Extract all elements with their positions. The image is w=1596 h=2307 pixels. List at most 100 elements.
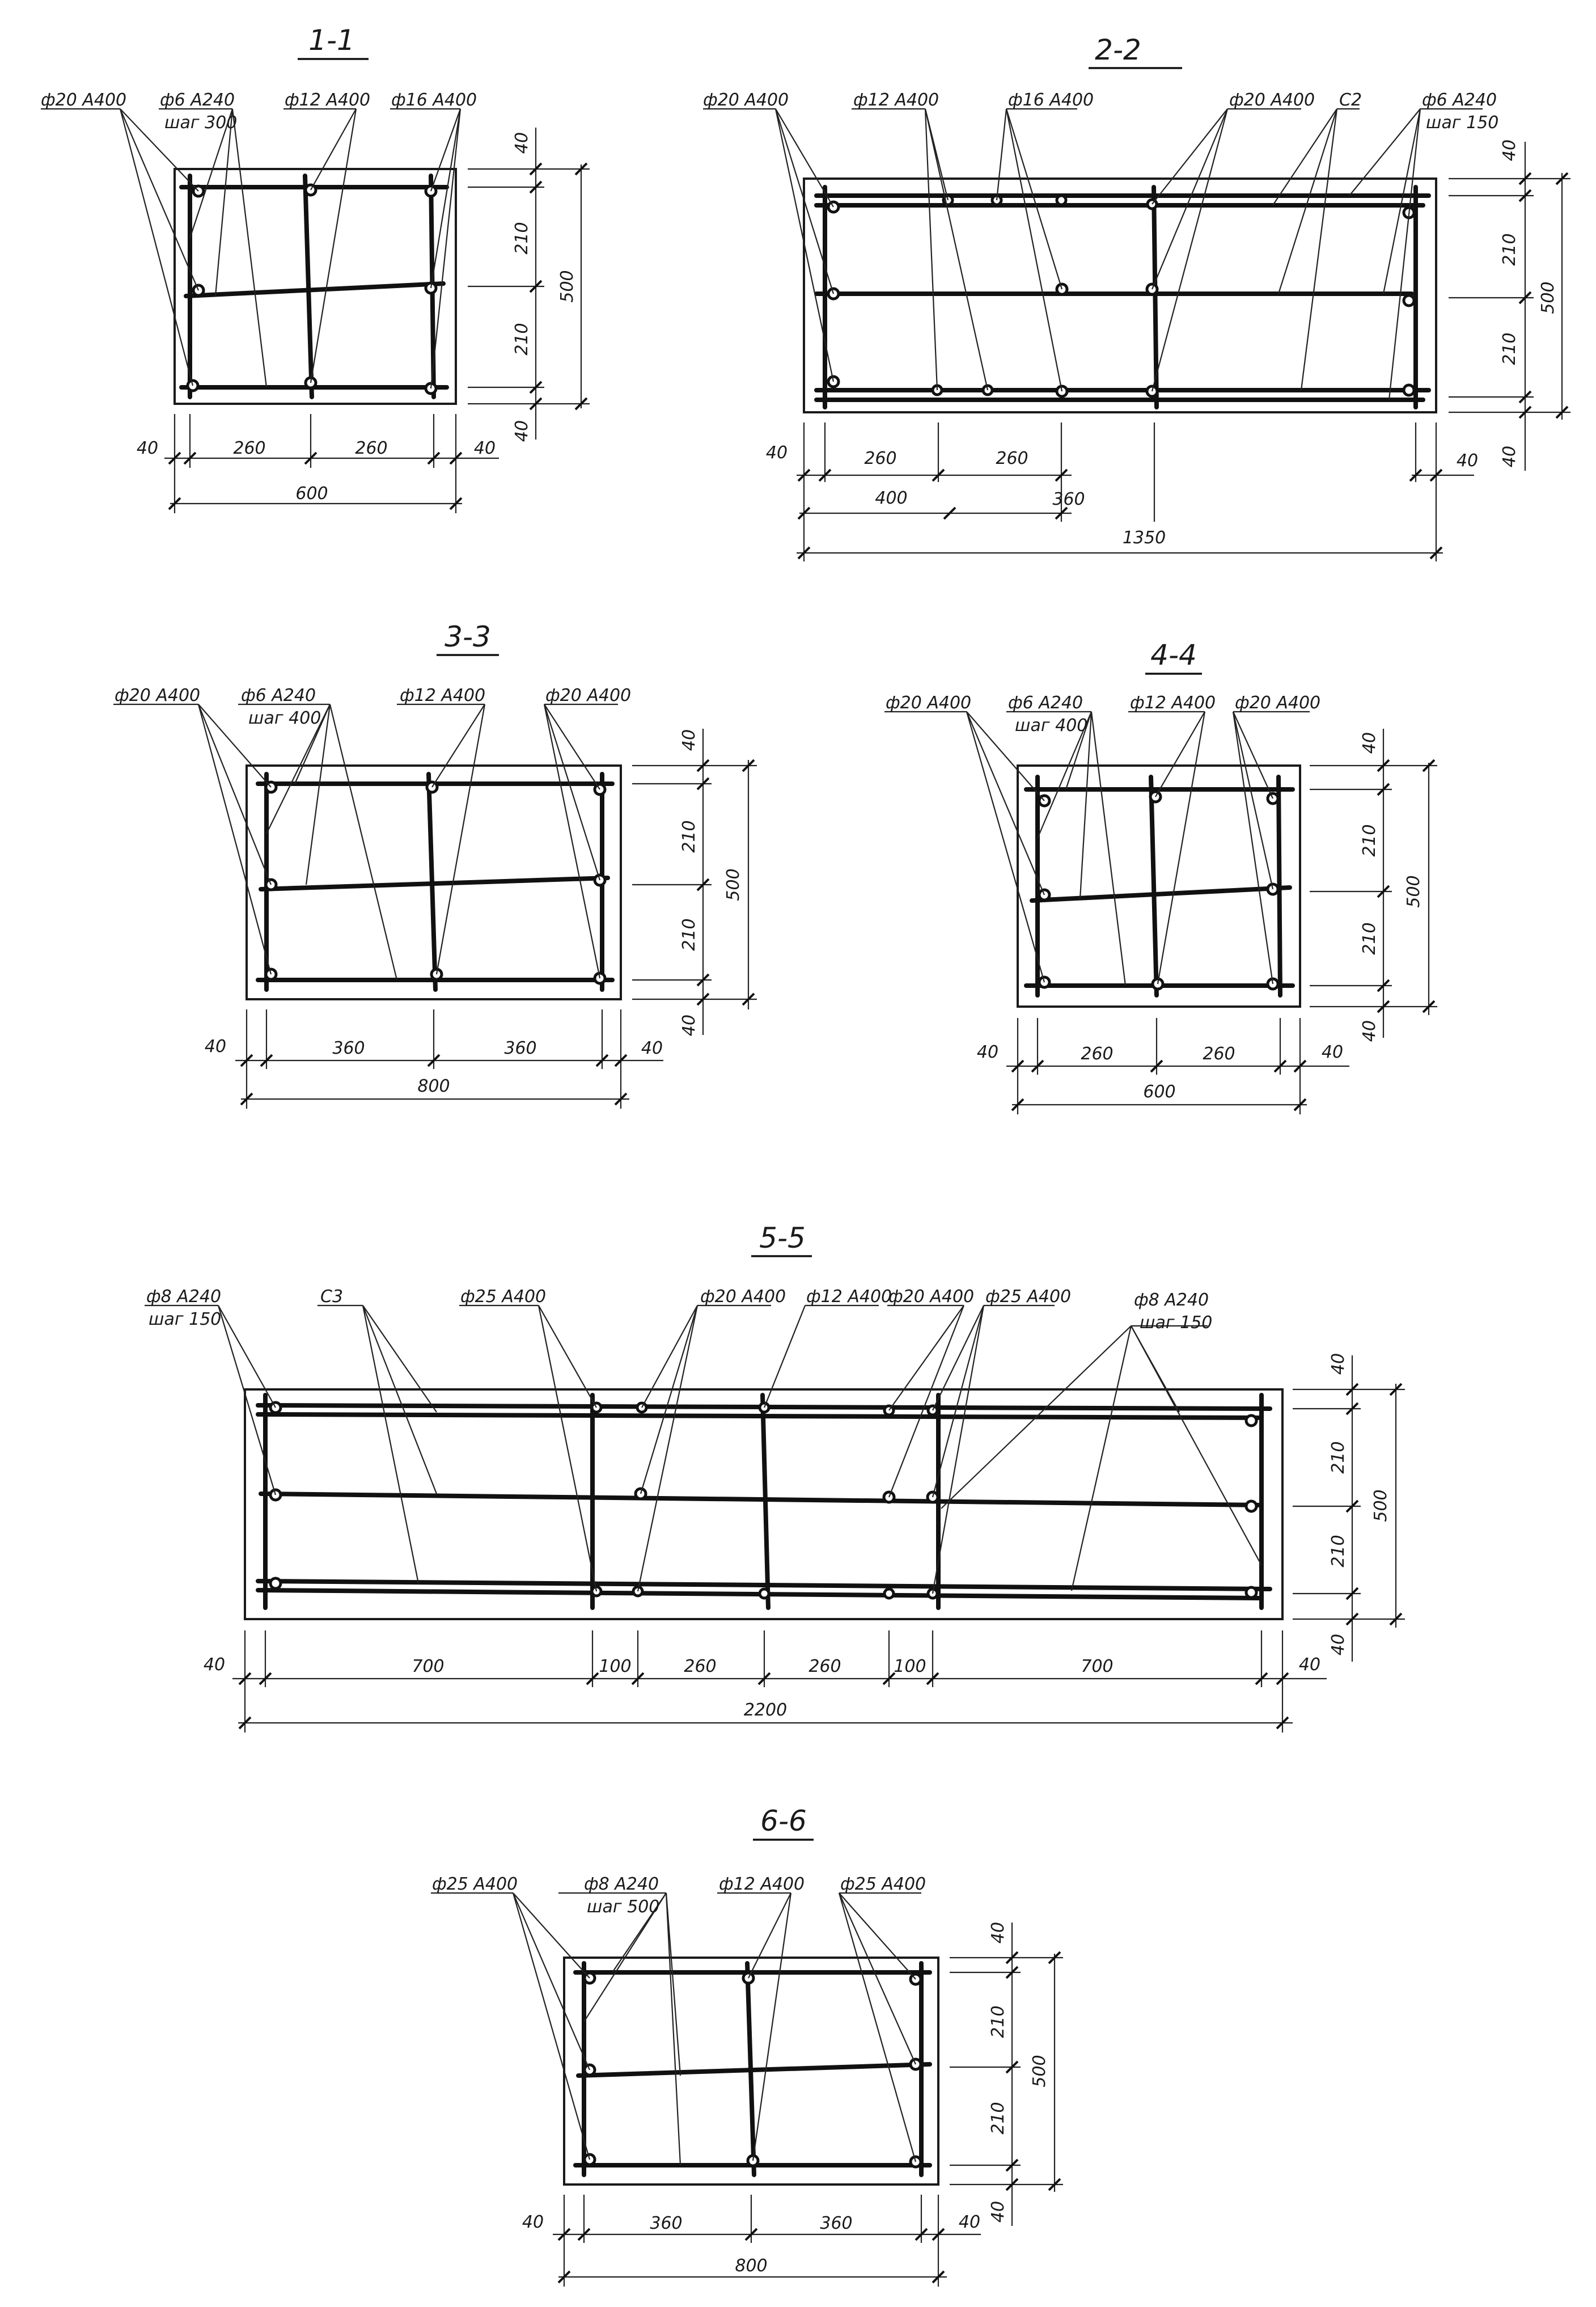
dimension-tick [1055, 506, 1068, 520]
dimension-tick [529, 280, 543, 293]
leader-line [888, 1305, 964, 1411]
leader-line [217, 1305, 277, 1495]
section-1-1: 1-1 [41, 24, 590, 513]
dimension-value: 40 [1500, 140, 1519, 161]
leader-line [1349, 108, 1421, 196]
rebar-section [269, 1577, 282, 1590]
dimension-value: 40 [1328, 1353, 1348, 1375]
dimension-tick [1377, 885, 1390, 898]
dimension-value: 260 [1203, 1044, 1235, 1064]
leader-line [1131, 1325, 1262, 1566]
dimension-tick [818, 468, 832, 482]
rebar-callout: шаг 150 [1140, 1313, 1212, 1333]
rebar-callout: ф20 А400 [886, 693, 971, 713]
dimension-tick [1011, 1098, 1025, 1112]
dimension-chains [797, 142, 1570, 561]
leader-line [888, 1305, 965, 1498]
rebar-callout: ф12 А400 [285, 90, 370, 110]
concrete-outline [244, 1388, 1284, 1620]
dimension-tick [1518, 405, 1532, 419]
rebar-section [1244, 1586, 1258, 1599]
dimension-value: 210 [1328, 1535, 1348, 1567]
rebar-callout: ф12 А400 [719, 1874, 805, 1894]
rebar-callout: ф6 А240 [241, 686, 316, 705]
dimension-tick [696, 777, 710, 791]
dimension-value: 210 [1500, 233, 1519, 265]
dimension-tick [1273, 1059, 1287, 1073]
dimension-tick [1048, 1951, 1061, 1964]
dimension-value: 40 [512, 420, 532, 442]
dimension-tick [797, 506, 811, 520]
dimension-value: 40 [205, 1037, 226, 1057]
dimension-value: 400 [875, 488, 907, 508]
leader-line [305, 704, 331, 885]
leader-line [1232, 711, 1274, 890]
dimension-tick [1377, 759, 1390, 772]
leader-line [543, 704, 601, 881]
dimension-tick [1345, 1499, 1359, 1513]
rebar-line [1276, 775, 1282, 998]
rebar-callout: ф25 А400 [840, 1874, 926, 1894]
dimension-tick [557, 2228, 571, 2241]
leader-line [231, 108, 268, 388]
dimension-value: 40 [522, 2212, 544, 2232]
dimension-tick [574, 162, 588, 176]
dimension-value: 40 [1328, 1634, 1348, 1655]
dimension-tick [943, 506, 956, 520]
leader-line [119, 108, 200, 291]
dimension-tick [1005, 1966, 1019, 1979]
dimension-value: 260 [1081, 1044, 1113, 1064]
leader-line [329, 704, 398, 981]
rebar-callout: ф25 А400 [432, 1874, 518, 1894]
dimension-value: 40 [641, 1038, 663, 1058]
leader-line [1232, 711, 1274, 799]
dimension-tick [797, 468, 811, 482]
leader-line [1157, 711, 1206, 985]
leader-line [544, 704, 600, 790]
section-title: 1-1 [308, 24, 355, 57]
dimension-tick [1389, 1612, 1403, 1626]
dimension-tick [932, 2270, 945, 2284]
leader-line [430, 108, 462, 192]
leader-line [266, 704, 331, 834]
leader-line [1005, 108, 1063, 290]
leader-line [537, 1305, 598, 1592]
section-title: 6-6 [760, 1805, 807, 1837]
leader-line [1272, 108, 1337, 206]
dimension-tick [1422, 759, 1436, 772]
dimension-tick [1555, 172, 1569, 185]
dimension-tick [1377, 1000, 1390, 1013]
dimension-tick [1555, 405, 1569, 419]
leader-line [1232, 711, 1274, 985]
dimension-tick [1011, 1059, 1025, 1073]
dimension-value: 40 [1500, 446, 1519, 467]
rebar-callout: шаг 150 [1426, 113, 1498, 133]
dimension-value: 700 [1081, 1657, 1113, 1676]
dimension-value: 500 [1030, 2055, 1049, 2087]
dimension-tick [1048, 2178, 1061, 2191]
dimension-tick [183, 451, 197, 465]
dimension-value: 210 [679, 918, 699, 950]
dimension-tick [240, 1092, 253, 1106]
dimension-value: 40 [988, 1922, 1008, 1943]
dimension-value: 40 [766, 443, 788, 463]
dimension-tick [1409, 468, 1423, 482]
dimension-value: 210 [1360, 824, 1379, 856]
dimension-tick [1293, 1098, 1307, 1112]
dimension-value: 260 [233, 438, 265, 458]
rebar-callout: ф20 А400 [700, 1287, 786, 1307]
rebar-callout: шаг 400 [248, 708, 321, 728]
leader-line [1388, 108, 1421, 400]
dimension-tick [1422, 1000, 1436, 1013]
dimension-tick [915, 2228, 928, 2241]
dimension-tick [238, 1716, 252, 1730]
leader-line [1070, 1325, 1132, 1591]
dimension-value: 260 [808, 1657, 841, 1676]
dimension-value: 100 [894, 1657, 926, 1676]
dimension-tick [1150, 1059, 1163, 1073]
rebar-line [1030, 885, 1292, 903]
section-5-5: 5-5 [145, 1222, 1405, 1733]
dimension-value: 260 [355, 438, 387, 458]
leader-line [748, 1892, 791, 1979]
